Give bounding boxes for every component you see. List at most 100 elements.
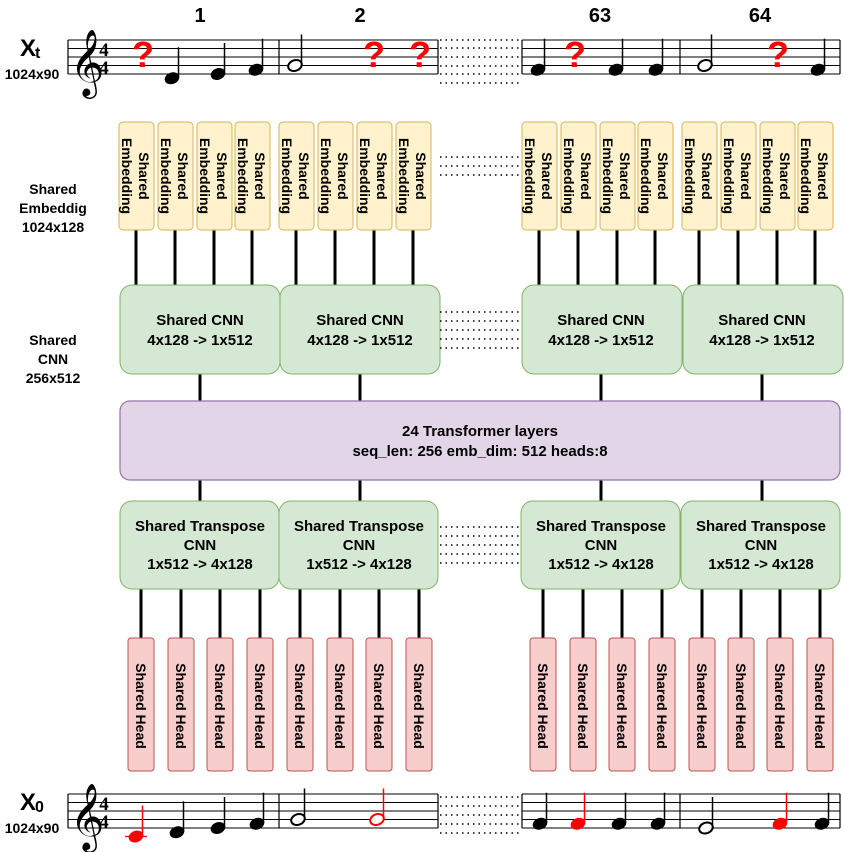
embedding-rect (599, 121, 636, 231)
head-rect (167, 637, 195, 772)
embedding-box: SharedEmbedding (395, 121, 432, 231)
embedding-label-line2: Embedding (357, 138, 373, 214)
head-box: Shared Head (127, 637, 155, 772)
cnn-title: Shared CNN (316, 312, 404, 329)
head-label: Shared Head (133, 663, 149, 749)
head-rect (608, 637, 636, 772)
head-box: Shared Head (286, 637, 314, 772)
cnn-title: Shared CNN (557, 312, 645, 329)
time-signature-top: 4 (99, 40, 109, 61)
embedding-label: SharedEmbedding (158, 138, 191, 214)
staff-xt: 𝄞44????? (67, 28, 841, 99)
measure-number-63: 63 (589, 5, 611, 27)
connector-lines (134, 230, 822, 640)
embedding-rect (157, 121, 194, 231)
head-label: Shared Head (812, 663, 828, 749)
cnn-shape: 4x128 -> 1x512 (147, 332, 253, 349)
embedding-box: SharedEmbedding (196, 121, 233, 231)
embedding-label: SharedEmbedding (396, 138, 429, 214)
transformer-block: 24 Transformer layers seq_len: 256 emb_d… (119, 400, 841, 481)
head-box: Shared Head (688, 637, 716, 772)
embedding-label: SharedEmbedding (760, 138, 793, 214)
embedding-label-line1: Shared (413, 152, 429, 199)
head-label: Shared Head (212, 663, 228, 749)
embedding-label-line2: Embedding (760, 138, 776, 214)
embedding-side-label-3: 1024x128 (22, 219, 85, 235)
embedding-label-line1: Shared (374, 152, 390, 199)
ellipsis-dots (440, 39, 520, 834)
embedding-rect (560, 121, 597, 231)
staff-x0: 𝄞44 (67, 782, 841, 852)
unknown-note-mark: ? (564, 34, 586, 75)
embedding-label-line1: Shared (335, 152, 351, 199)
embedding-label-line2: Embedding (158, 138, 174, 214)
head-label: Shared Head (332, 663, 348, 749)
head-label: Shared Head (654, 663, 670, 749)
embedding-rect (196, 121, 233, 231)
embedding-label: SharedEmbedding (279, 138, 312, 214)
head-box: Shared Head (727, 637, 755, 772)
head-box: Shared Head (246, 637, 274, 772)
head-rect (688, 637, 716, 772)
embedding-label-line2: Embedding (561, 138, 577, 214)
embedding-label-line2: Embedding (119, 138, 135, 214)
embedding-rect (278, 121, 315, 231)
head-box: Shared Head (569, 637, 597, 772)
head-box: Shared Head (206, 637, 234, 772)
embedding-label: SharedEmbedding (197, 138, 230, 214)
head-box: Shared Head (648, 637, 676, 772)
head-label: Shared Head (614, 663, 630, 749)
embedding-label: SharedEmbedding (638, 138, 671, 214)
x0-dimensions: 1024x90 (5, 820, 60, 836)
embedding-label-line1: Shared (578, 152, 594, 199)
unknown-note-mark: ? (363, 34, 385, 75)
unknown-note-mark: ? (767, 34, 789, 75)
cnn-side-label-1: Shared (29, 332, 76, 348)
embedding-rect (234, 121, 271, 231)
embedding-label-line1: Shared (617, 152, 633, 199)
transformer-params: seq_len: 256 emb_dim: 512 heads:8 (352, 443, 607, 460)
embedding-rect (395, 121, 432, 231)
embedding-label-line1: Shared (699, 152, 715, 199)
embedding-side-label-1: Shared (29, 181, 76, 197)
embedding-box: SharedEmbedding (278, 121, 315, 231)
head-label: Shared Head (371, 663, 387, 749)
embedding-box: SharedEmbedding (681, 121, 718, 231)
embedding-label-line2: Embedding (396, 138, 412, 214)
embedding-label-line2: Embedding (682, 138, 698, 214)
embedding-label-line2: Embedding (197, 138, 213, 214)
transformer-title: 24 Transformer layers (402, 423, 558, 440)
embedding-label-line1: Shared (136, 152, 152, 199)
x0-symbol: X (20, 789, 36, 816)
embedding-rect (317, 121, 354, 231)
time-signature-bottom: 4 (99, 812, 109, 833)
embedding-label: SharedEmbedding (235, 138, 268, 214)
embedding-rect (637, 121, 674, 231)
head-rect (727, 637, 755, 772)
head-box: Shared Head (529, 637, 557, 772)
head-label: Shared Head (733, 663, 749, 749)
head-label: Shared Head (411, 663, 427, 749)
transpose-cnn-text: Shared Transpose (536, 518, 666, 535)
embedding-label-line1: Shared (252, 152, 268, 199)
head-rect (806, 637, 834, 772)
head-label: Shared Head (252, 663, 268, 749)
x0-subscript: 0 (35, 799, 44, 816)
head-rect (648, 637, 676, 772)
embedding-label: SharedEmbedding (682, 138, 715, 214)
embedding-rect (118, 121, 155, 231)
cnn-rect (279, 284, 441, 375)
embedding-side-label-2: Embeddig (19, 200, 87, 216)
embedding-label-line2: Embedding (721, 138, 737, 214)
embedding-label-line2: Embedding (318, 138, 334, 214)
embedding-box: SharedEmbedding (797, 121, 834, 231)
transpose-cnn-text: 1x512 -> 4x128 (147, 556, 253, 573)
head-rect (246, 637, 274, 772)
